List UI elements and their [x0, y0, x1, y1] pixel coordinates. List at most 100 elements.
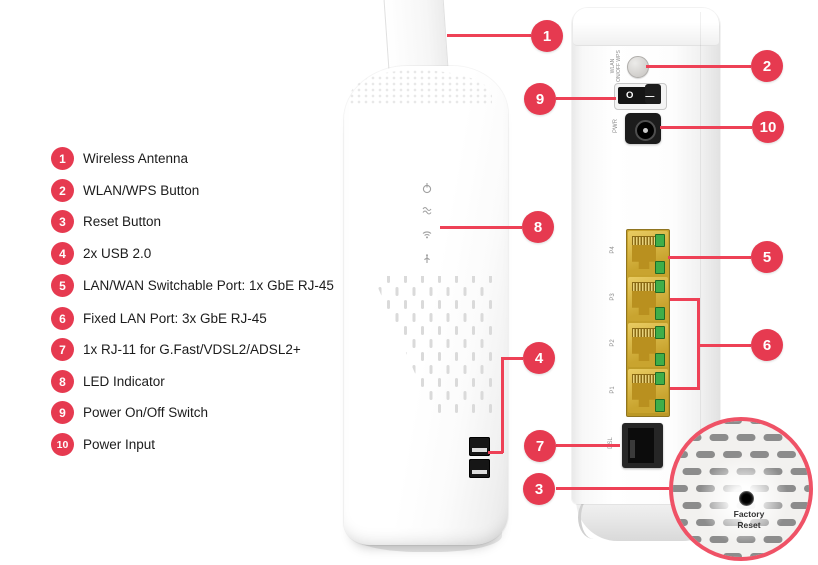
- port-led: [655, 372, 665, 385]
- callout-line-5: [668, 256, 751, 259]
- rj45-port-p4: [628, 231, 668, 275]
- legend-label-9: Power On/Off Switch: [83, 405, 209, 420]
- port-led: [655, 307, 665, 320]
- legend-badge-3: 3: [51, 210, 74, 233]
- legend-item-6: 6 Fixed LAN Port: 3x GbE RJ-45: [51, 307, 267, 330]
- callout-9: 9: [524, 83, 556, 115]
- rj45-port-p1: [628, 369, 668, 413]
- legend-item-10: 10 Power Input: [51, 433, 155, 456]
- callout-line-2: [646, 65, 751, 68]
- legend-badge-4: 4: [51, 242, 74, 265]
- port-label-p1: P1: [610, 386, 616, 394]
- legend-badge-10: 10: [51, 433, 74, 456]
- wps-button-label: WLAN ON/OFF WPS: [610, 50, 623, 82]
- callout-8: 8: [522, 211, 554, 243]
- callout-7: 7: [524, 430, 556, 462]
- dsl-label: DSL: [608, 437, 614, 449]
- dsl-led-icon: [422, 206, 432, 215]
- callout-line-8: [440, 226, 522, 229]
- callout-4: 4: [523, 342, 555, 374]
- wifi-led-icon: [422, 231, 432, 239]
- legend-badge-9: 9: [51, 401, 74, 424]
- usb-tab: [472, 470, 487, 474]
- legend-item-7: 7 1x RJ-11 for G.Fast/VDSL2/ADSL2+: [51, 338, 301, 361]
- jack-pin: [642, 128, 648, 133]
- callout-line-6a: [670, 298, 697, 301]
- callout-line-9: [556, 97, 616, 100]
- callout-line-6c: [670, 387, 697, 390]
- stand-arc: [578, 496, 609, 539]
- switch-off-symbol: O: [626, 90, 634, 101]
- rocker-raised-half: [645, 84, 661, 104]
- usb-port-1: [469, 437, 490, 456]
- legend-label-8: LED Indicator: [83, 374, 165, 389]
- pwr-label: PWR: [613, 119, 619, 133]
- legend-label-1: Wireless Antenna: [83, 151, 189, 166]
- callout-line-3: [556, 487, 669, 490]
- legend-label-7: 1x RJ-11 for G.Fast/VDSL2/ADSL2+: [83, 342, 301, 357]
- factory-reset-inset: Factory Reset: [669, 417, 813, 561]
- legend-badge-7: 7: [51, 338, 74, 361]
- power-switch: O —: [614, 83, 667, 110]
- callout-line-1: [447, 34, 531, 37]
- legend-item-3: 3 Reset Button: [51, 210, 161, 233]
- legend-badge-8: 8: [51, 370, 74, 393]
- legend-item-1: 1 Wireless Antenna: [51, 147, 188, 170]
- callout-line-4c: [488, 451, 503, 454]
- usb-led-icon: [424, 254, 430, 263]
- usb-tab: [472, 448, 487, 452]
- port-led: [655, 399, 665, 412]
- legend-label-3: Reset Button: [83, 214, 162, 229]
- legend-label-2: WLAN/WPS Button: [83, 183, 200, 198]
- inset-highlight: [673, 421, 809, 557]
- port-led: [655, 353, 665, 366]
- port-led: [655, 261, 665, 274]
- port-led: [655, 326, 665, 339]
- legend-item-8: 8 LED Indicator: [51, 370, 165, 393]
- legend-badge-2: 2: [51, 179, 74, 202]
- legend-label-4: 2x USB 2.0: [83, 246, 152, 261]
- callout-line-6b: [697, 298, 700, 390]
- dsl-clip-tab: [630, 440, 635, 458]
- legend-item-9: 9 Power On/Off Switch: [51, 401, 208, 424]
- back-top-cap: [573, 8, 719, 46]
- callout-5: 5: [751, 241, 783, 273]
- jack-hole: [634, 120, 656, 141]
- callout-10: 10: [752, 111, 784, 143]
- side-vent-grille: [373, 276, 497, 415]
- legend-badge-5: 5: [51, 274, 74, 297]
- callout-2: 2: [751, 50, 783, 82]
- legend-item-5: 5 LAN/WAN Switchable Port: 1x GbE RJ-45: [51, 274, 334, 297]
- callout-line-7: [556, 444, 620, 447]
- callout-1: 1: [531, 20, 563, 52]
- legend-badge-6: 6: [51, 307, 74, 330]
- rj45-port-p2: [628, 323, 668, 367]
- back-edge-seam: [700, 12, 701, 498]
- port-label-p2: P2: [610, 339, 616, 347]
- legend-item-4: 4 2x USB 2.0: [51, 242, 151, 265]
- factory-reset-hole: [739, 491, 754, 506]
- callout-3: 3: [523, 473, 555, 505]
- dsl-rj11-port: [622, 423, 663, 468]
- legend-item-2: 2 WLAN/WPS Button: [51, 179, 199, 202]
- ethernet-port-block: [626, 229, 670, 417]
- legend-label-6: Fixed LAN Port: 3x GbE RJ-45: [83, 311, 267, 326]
- port-label-p4: P4: [610, 246, 616, 254]
- port-led: [655, 280, 665, 293]
- dsl-cavity: [628, 428, 654, 463]
- power-input-jack: [625, 113, 661, 144]
- callout-line-10: [660, 126, 752, 129]
- port-led: [655, 234, 665, 247]
- port-label-p3: P3: [610, 293, 616, 301]
- switch-on-symbol: —: [645, 90, 655, 101]
- rj45-port-p3: [628, 277, 668, 321]
- callout-line-6d: [699, 344, 751, 347]
- power-led-icon: [422, 183, 432, 194]
- callout-line-4b: [501, 357, 504, 453]
- usb-port-2: [469, 459, 490, 478]
- legend-badge-1: 1: [51, 147, 74, 170]
- legend-label-10: Power Input: [83, 437, 156, 452]
- callout-6: 6: [751, 329, 783, 361]
- factory-reset-label: Factory Reset: [733, 509, 765, 531]
